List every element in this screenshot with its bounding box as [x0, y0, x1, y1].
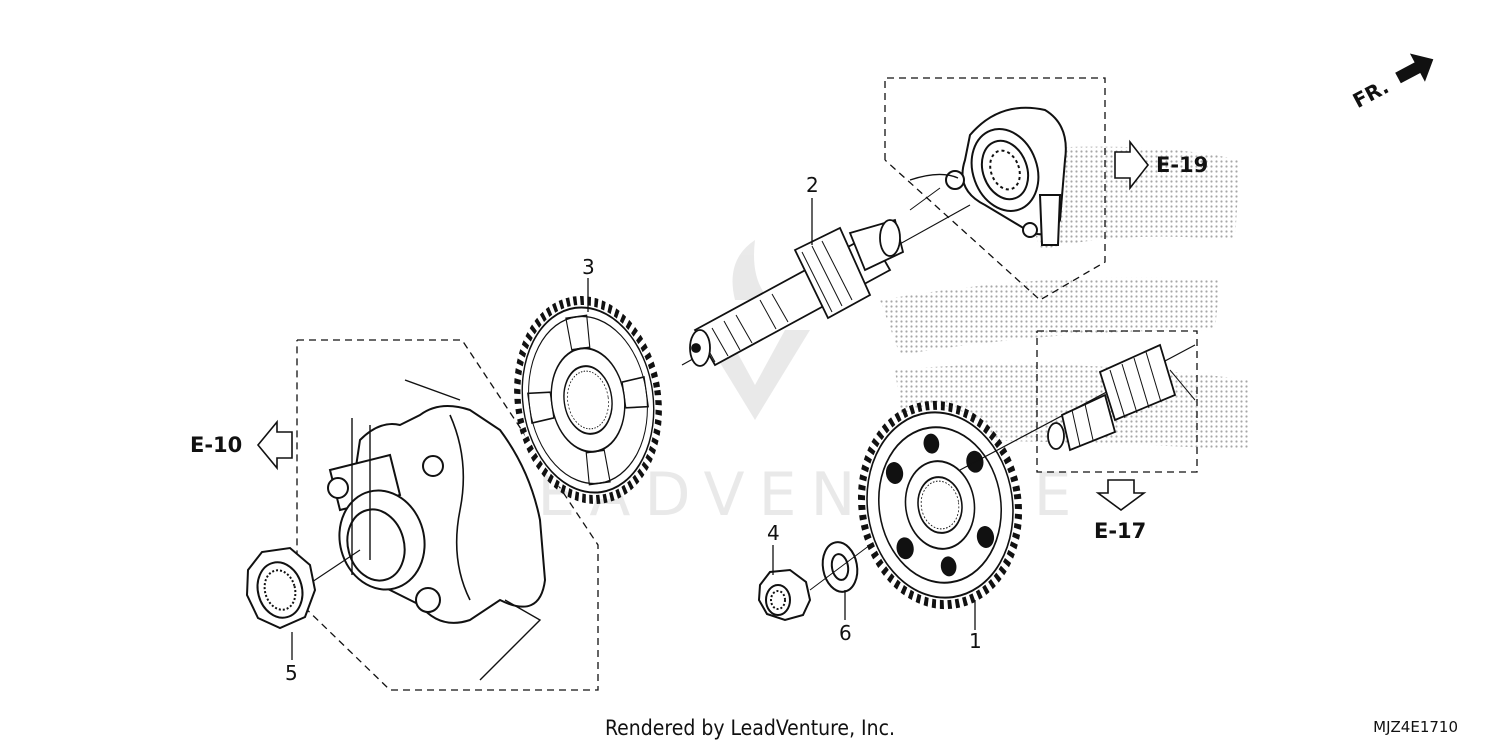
gear-1 [857, 400, 1023, 610]
ref-label-e19: E-19 [1156, 153, 1208, 177]
arrow-down-icon [1095, 479, 1147, 511]
shaft-right [959, 343, 1196, 471]
engine-case [299, 379, 547, 681]
ref-arrow-e19[interactable]: E-19 [1114, 139, 1208, 191]
shaft-2 [681, 204, 971, 367]
footer-credit: Rendered by LeadVenture, Inc. [605, 716, 895, 740]
ref-label-e17: E-17 [1094, 519, 1146, 543]
ref-arrow-e10[interactable]: E-10 [190, 419, 293, 471]
arrow-left-icon [256, 419, 293, 471]
front-arrow-icon [1395, 53, 1434, 84]
callout-4: 4 [767, 521, 780, 545]
front-marker-label: FR. [1349, 74, 1393, 113]
gear-3 [514, 296, 662, 504]
callout-3: 3 [582, 255, 595, 279]
washer-6 [809, 541, 871, 593]
bearing-housing [909, 106, 1067, 246]
front-marker: FR. [1349, 53, 1434, 113]
callout-1: 1 [969, 629, 982, 653]
flange-nut-4 [757, 568, 812, 622]
diagram-code: MJZ4E1710 [1373, 718, 1458, 736]
leader-lines [291, 198, 976, 660]
callout-2: 2 [806, 173, 819, 197]
ref-label-e10: E-10 [190, 433, 242, 457]
callout-5: 5 [285, 661, 298, 685]
callout-6: 6 [839, 621, 852, 645]
arrow-right-icon [1114, 139, 1150, 191]
lock-nut-5 [245, 546, 317, 630]
ref-arrow-e17[interactable]: E-17 [1094, 479, 1147, 543]
